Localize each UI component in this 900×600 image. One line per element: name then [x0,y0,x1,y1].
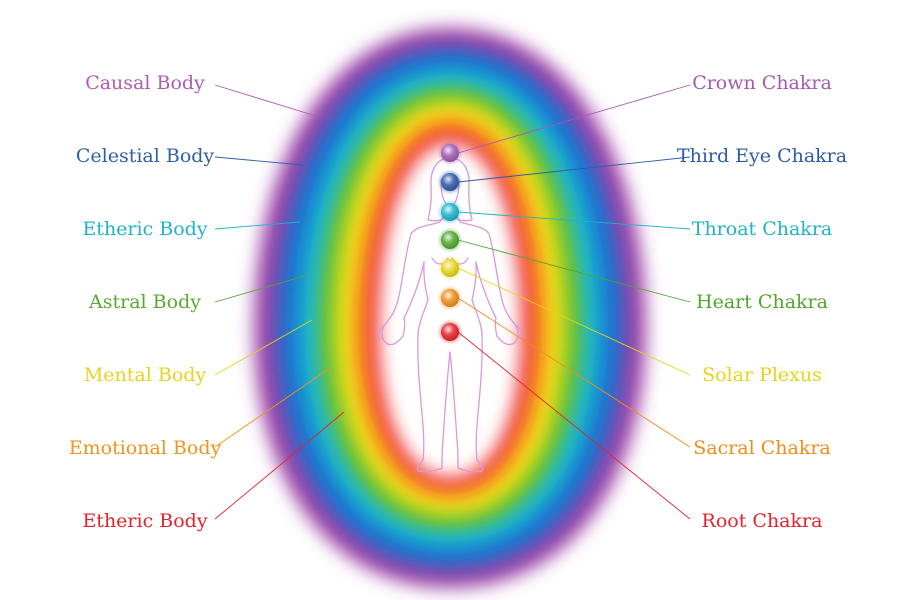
root-chakra-orb [439,321,461,343]
connector-solar-plexus [457,267,691,376]
body-label-etheric-inner: Etheric Body [82,510,208,532]
connector-root [457,331,691,520]
connector-third-eye [457,156,691,183]
chakra-label-third-eye: Third Eye Chakra [676,145,848,167]
throat-chakra-orb [439,201,461,223]
connector-lines [214,84,691,520]
chakra-label-sacral: Sacral Chakra [693,437,831,459]
chakra-label-crown: Crown Chakra [692,72,832,94]
heart-chakra-orb [439,229,461,251]
body-label-etheric-outer: Etheric Body [82,218,208,240]
connector-etheric-outer [214,221,301,230]
body-label-mental: Mental Body [83,364,207,386]
chakra-label-heart: Heart Chakra [696,291,828,313]
body-label-astral: Astral Body [89,291,201,313]
third-eye-chakra-orb [439,171,461,193]
connector-etheric-inner [214,411,345,520]
body-label-emotional: Emotional Body [68,437,222,459]
sacral-chakra-orb [439,287,461,309]
chakra-orbs [439,142,461,343]
connector-celestial [214,156,304,166]
chakra-label-throat: Throat Chakra [691,218,833,240]
connector-causal [214,84,317,117]
connector-mental [214,319,313,376]
connector-astral [214,274,309,303]
connector-heart [457,239,691,303]
connector-emotional [214,367,331,448]
body-label-causal: Causal Body [85,72,205,94]
crown-chakra-orb [439,142,461,164]
body-label-celestial: Celestial Body [75,145,215,167]
connector-throat [457,211,691,230]
connector-crown [457,84,691,154]
aura-core [378,142,522,478]
chakra-label-root: Root Chakra [701,510,823,532]
connector-sacral [457,297,691,448]
solar-plexus-orb [439,257,461,279]
chakra-label-solar-plexus: Solar Plexus [702,364,822,386]
